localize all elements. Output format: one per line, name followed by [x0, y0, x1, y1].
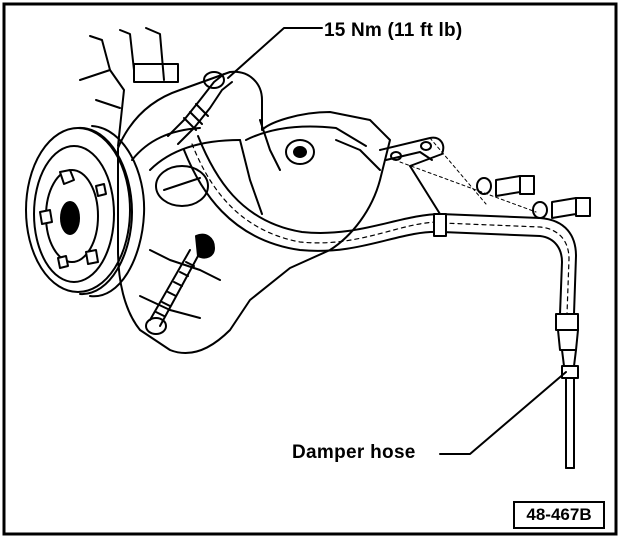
- damper-hose: [555, 313, 579, 469]
- damper-hose-label: Damper hose: [292, 442, 416, 463]
- torque-leader: [227, 27, 323, 79]
- mounting-bracket: [79, 27, 179, 147]
- pressure-fitting: [167, 71, 233, 145]
- adjuster-stud: [145, 249, 199, 335]
- pulley: [25, 125, 146, 298]
- figure-id-box: 48-467B: [513, 501, 605, 529]
- torque-spec-label: 15 Nm (11 ft lb): [324, 20, 463, 41]
- hose-line: [183, 135, 443, 252]
- bolt-lower: [532, 197, 591, 219]
- bolt-upper: [476, 175, 535, 197]
- drawing-border: [2, 2, 618, 536]
- pressure-line: [433, 213, 577, 315]
- damper-leader: [439, 371, 567, 455]
- pump-body: [117, 70, 391, 355]
- line-bracket: [379, 136, 537, 215]
